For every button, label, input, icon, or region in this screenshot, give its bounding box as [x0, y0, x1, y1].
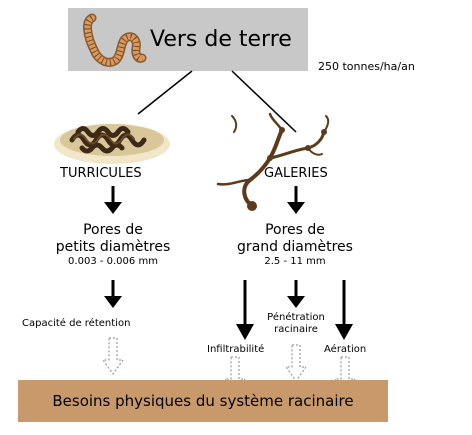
- aeration-label: Aération: [324, 344, 367, 355]
- retention-label: Capacité de rétention: [22, 318, 131, 329]
- diagram-title: Vers de terre: [150, 27, 292, 52]
- dotted-arrow-retention: [102, 337, 124, 375]
- galeries-heading: GALERIES: [264, 166, 328, 181]
- penetration-label: Pénétration racinaire: [260, 312, 332, 336]
- infiltration-label: Infiltrabilité: [207, 344, 265, 355]
- root-needs-box: [18, 380, 388, 422]
- production-rate: 250 tonnes/ha/an: [318, 60, 415, 73]
- turricules-heading: TURRICULES: [60, 166, 142, 181]
- earthworm-icon: [83, 13, 147, 67]
- castings-image: [54, 124, 170, 164]
- root-needs-text: Besoins physiques du système racinaire: [52, 392, 354, 410]
- large-pores-line1: Pores de: [265, 222, 325, 238]
- dotted-arrow-penetration: [285, 344, 307, 382]
- large-pores-block: Pores de grand diamètres 2.5 - 11 mm: [210, 222, 380, 268]
- penetration-line1: Pénétration: [267, 312, 325, 323]
- gallery-image: [216, 112, 330, 211]
- arrow-turricules-to-pores: [104, 186, 122, 214]
- small-pores-line1: Pores de: [83, 222, 143, 238]
- large-pores-range: 2.5 - 11 mm: [264, 256, 326, 267]
- arrow-large-pores-to-infiltration: [236, 280, 254, 340]
- arrow-large-pores-to-aeration: [335, 280, 353, 340]
- small-pores-line2: petits diamètres: [55, 239, 171, 255]
- penetration-line2: racinaire: [274, 324, 318, 335]
- large-pores-line2: grand diamètres: [237, 239, 353, 255]
- arrow-galeries-to-pores: [287, 186, 305, 214]
- small-pores-block: Pores de petits diamètres 0.003 - 0.006 …: [28, 222, 198, 268]
- small-pores-range: 0.003 - 0.006 mm: [68, 256, 158, 267]
- arrow-small-pores-to-retention: [104, 280, 122, 308]
- arrow-large-pores-to-penetration: [287, 280, 305, 308]
